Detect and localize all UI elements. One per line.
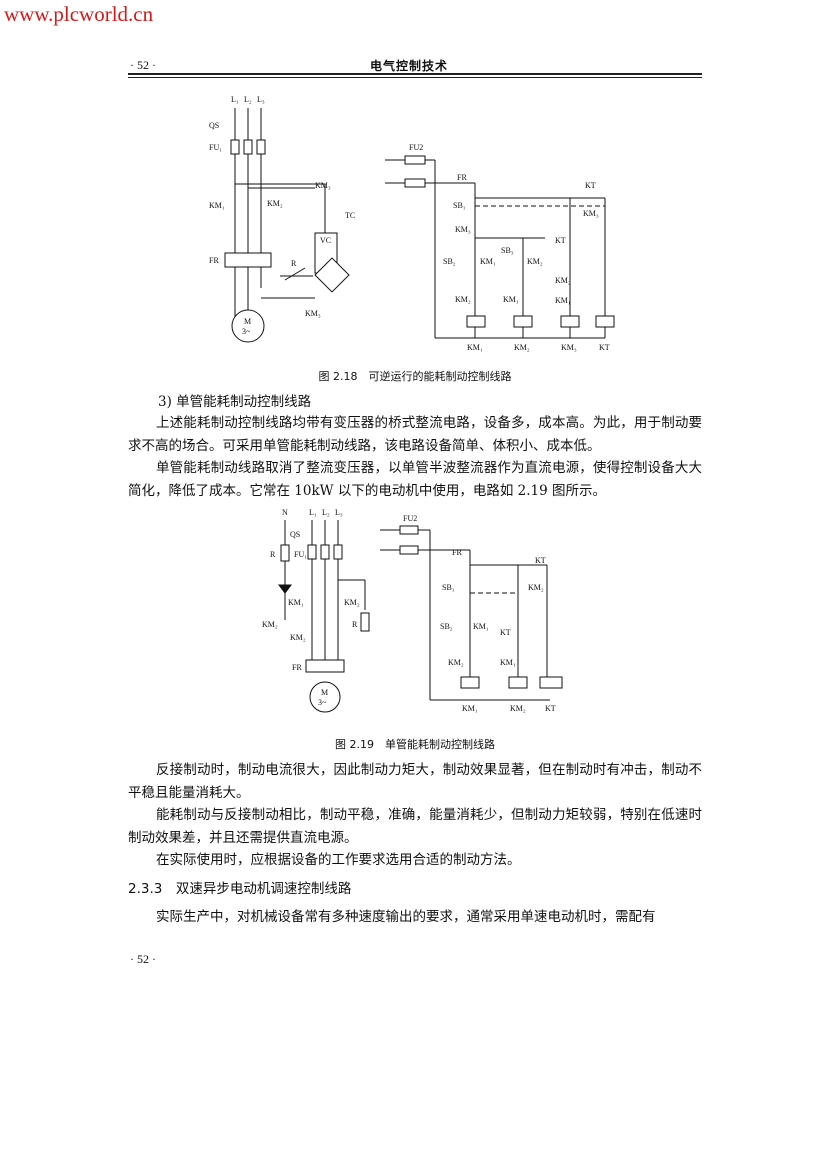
label: KM₂ [510,704,526,713]
label: L₂ [322,508,330,517]
label: FR [292,663,302,672]
label: KM₁ [503,295,519,304]
label: KM₂ [555,276,571,285]
label: KM₃ [305,309,321,318]
label: SB₃ [501,246,514,255]
label: KM₃ [315,181,331,190]
label: KM₂ [290,633,306,642]
figure-2-19-diagram: N L₁ L₂ L₃ QS R FU₁ KM₁ KM₂ KM₂ KM₂ R FR… [262,508,563,713]
label: QS [290,530,300,539]
label: KM₃ [583,209,599,218]
label: L₂ [244,95,252,104]
label: KT [555,236,566,245]
paragraph: 单管能耗制动线路取消了整流变压器，以单管半波整流器作为直流电源，使得控制设备大大… [128,460,702,499]
label: KM₁ [462,704,478,713]
label: KT [585,181,596,190]
section-paragraphs: 上述能耗制动控制线路均带有变压器的桥式整流电路，设备多，成本高。为此，用于制动要… [128,412,702,502]
label: KM₂ [262,620,278,629]
label: KM₁ [555,296,571,305]
label: KM₂ [344,598,360,607]
figure-2-18-diagram: L₁ L₂ L₃ QS FU₁ KM₁ KM₂ KM₃ TC VC FR R K… [209,95,615,352]
label: KM₁ [500,658,516,667]
label: KM₂ [455,295,471,304]
label: R [270,550,276,559]
label: FU₁ [209,143,222,152]
control-circuit [385,155,615,339]
label: 3~ [242,327,251,336]
label: SB₂ [440,622,453,631]
label: KM₁ [480,257,496,266]
header-rule-thin [128,77,702,78]
label: VC [320,236,331,245]
label: L₃ [335,508,343,517]
paragraph: 上述能耗制动控制线路均带有变压器的桥式整流电路，设备多，成本高。为此，用于制动要… [128,415,702,454]
header-title: 电气控制技术 [370,59,449,73]
discussion-paragraphs: 反接制动时，制动电流很大，因此制动力矩大，制动效果显著，但在制动时有冲击，制动不… [128,759,702,872]
figure-2-18-caption: 图 2.18 可逆运行的能耗制动控制线路 [318,370,512,383]
label: KM₂ [267,199,283,208]
label: FU₁ [294,550,307,559]
label: M [321,688,328,697]
label: KM₁ [288,598,304,607]
paragraph: 实际生产中，对机械设备常有多种速度输出的要求，通常采用单速电动机时，需配有 [156,909,656,925]
label: L₁ [309,508,317,517]
label: KM₂ [528,583,544,592]
label: KT [599,343,610,352]
label: KM₂ [514,343,530,352]
label: KT [545,704,556,713]
figure-2-19-caption: 图 2.19 单管能耗制动控制线路 [335,738,495,751]
label: KM₁ [467,343,483,352]
label: M [244,317,251,326]
label: KM₁ [209,201,225,210]
power-circuit [224,108,350,343]
paragraph: 能耗制动与反接制动相比，制动平稳，准确，能量消耗少，但制动力矩较弱，特别在低速时… [128,807,702,846]
section-2-3-3-paragraph: 实际生产中，对机械设备常有多种速度输出的要求，通常采用单速电动机时，需配有 [128,906,702,929]
label: FR [209,256,219,265]
label: KT [535,556,546,565]
label: KM₃ [455,225,471,234]
label: KM₂ [448,658,464,667]
label: N [282,508,288,517]
label: KT [500,628,511,637]
label: FR [457,173,467,182]
label: FU2 [409,143,423,152]
watermark: www.plcworld.cn [4,2,154,26]
label: KM₃ [561,343,577,352]
label: KM₂ [527,257,543,266]
section-2-3-3-heading: 2.3.3 双速异步电动机调速控制线路 [128,881,352,897]
label: SB₁ [453,201,466,210]
paragraph: 反接制动时，制动电流很大，因此制动力矩大，制动效果显著，但在制动时有冲击，制动不… [128,762,702,801]
label: L₃ [257,95,265,104]
label: FU2 [403,514,417,523]
label: KM₁ [473,622,489,631]
label: R [291,259,297,268]
section-heading: 3) 单管能耗制动控制线路 [158,394,312,410]
header-page-number: · 52 · [130,58,156,72]
label: 3~ [318,698,327,707]
header-rule [128,73,702,75]
label: L₁ [231,95,239,104]
paragraph: 在实际使用时，应根据设备的工作要求选用合适的制动方法。 [156,852,521,868]
label: FR [452,548,462,557]
label: SB₂ [443,257,456,266]
label: R [352,620,358,629]
label: SB₁ [442,583,455,592]
label: QS [209,121,219,130]
footer-page-number: · 52 · [130,952,156,966]
label: TC [345,211,355,220]
